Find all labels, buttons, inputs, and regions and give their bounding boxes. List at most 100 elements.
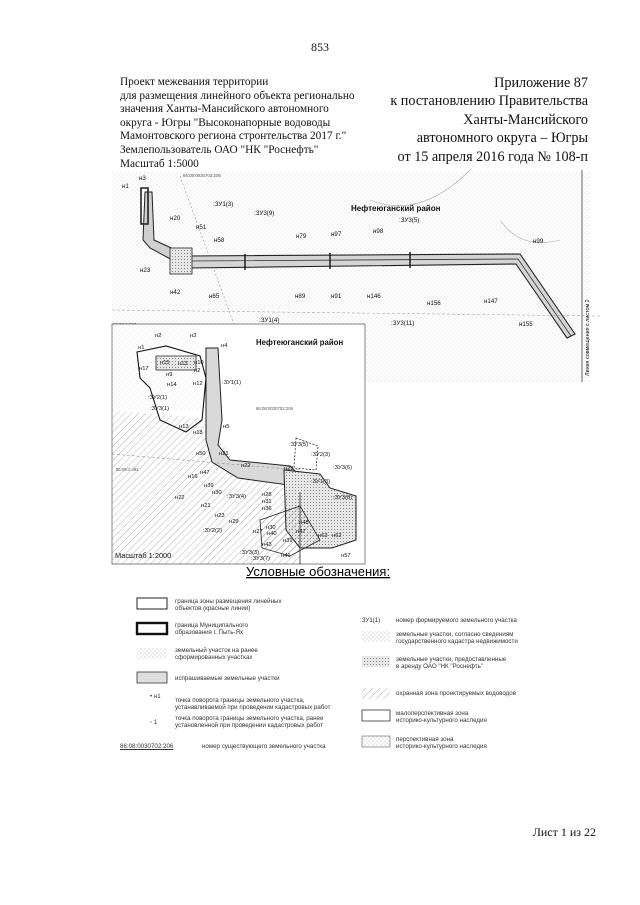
legend-item-label: точка поворота границы земельного участк… — [175, 697, 331, 712]
point-label: н10 — [194, 360, 204, 366]
point-label: н36 — [262, 506, 272, 512]
district-label: Нефтеюганский район — [256, 338, 343, 347]
parcel-label: :ЗУ1(3) — [311, 479, 330, 485]
appendix-title-line: от 15 апреля 2016 года № 108-п — [397, 148, 588, 165]
parcel-label: :ЗУ3(11) — [391, 320, 414, 327]
legend-marker-cadastral: 86:08:0030702:206 — [120, 743, 174, 750]
parcel-fill — [155, 355, 197, 371]
point-label: н12 — [193, 381, 203, 387]
point-label: н99 — [533, 238, 544, 245]
legend-swatch-requested-parcels — [136, 671, 168, 684]
legend-swatch-existing-parcels — [137, 648, 167, 659]
point-label: н20 — [170, 215, 181, 222]
point-label: н39 — [283, 538, 293, 544]
parcel-label: :ЗУ3(6) — [333, 465, 352, 471]
contour-line — [499, 219, 561, 243]
point-label: н146 — [367, 293, 381, 300]
point-label: н21 — [219, 451, 229, 457]
point-label: н89 — [295, 293, 306, 300]
point-label: н1 — [122, 183, 129, 190]
parcel-outline — [140, 187, 149, 225]
pipeline-axis — [187, 258, 572, 337]
point-label: н57 — [341, 553, 351, 559]
parcel-hatch — [259, 505, 321, 557]
point-label: н51 — [196, 224, 207, 231]
point-label: н27 — [253, 529, 263, 535]
point-label: н23 — [215, 513, 225, 519]
appendix-title-line: к постановлению Правительства — [390, 93, 588, 110]
point-label: н156 — [427, 300, 441, 307]
contour-line — [369, 169, 471, 207]
point-label: н47 — [296, 529, 306, 535]
parcel-label: :ЗУ2(3) — [311, 452, 330, 458]
point-label: н42 — [170, 289, 181, 296]
legend-item-label: земельные участки, согласно сведениям го… — [396, 631, 518, 646]
sheet-match-note: Линия совмещения с листом 2 — [585, 299, 591, 376]
terrain-hatch — [112, 410, 300, 564]
point-label: н30 — [212, 490, 222, 496]
point-label: н40 — [267, 531, 277, 537]
legend-marker-parcel-number: :ЗУ1(1) — [360, 617, 381, 624]
point-label: н22 — [241, 463, 251, 469]
point-label: н91 — [331, 293, 342, 300]
parcel-label: :ЗУ3(9) — [254, 210, 274, 217]
project-title-line: Проект межевания территории — [120, 76, 269, 88]
legend-marker-new-point: • н1 — [150, 693, 161, 700]
point-label: н41 — [281, 553, 291, 559]
legend-swatch-leased-parcels — [362, 656, 390, 667]
project-title-line: Масштаб 1:5000 — [120, 157, 199, 170]
point-label: н2 — [155, 333, 161, 339]
district-label: Нефтеюганский район — [351, 204, 441, 213]
point-label: н31 — [262, 499, 272, 505]
point-label: н155 — [519, 321, 533, 328]
inset-labels: Нефтеюганский район Масштаб 1:2000 86:08… — [115, 333, 352, 562]
legend-item-label: номер существующего земельного участка — [202, 743, 326, 750]
point-label: н1 — [138, 345, 144, 351]
point-label: н50 — [196, 451, 206, 457]
point-label: н17 — [139, 366, 149, 372]
legend-swatch-low-prospect-zone — [361, 709, 391, 722]
appendix-title-line: автономного округа – Югры — [416, 130, 588, 147]
parcel-label: :ЗУ2(1) — [148, 395, 167, 401]
point-label: н62 — [332, 533, 342, 539]
parcel-outline — [136, 345, 207, 433]
legend-heading: Условные обозначения: — [246, 564, 390, 579]
point-label: н48 — [299, 520, 309, 526]
point-label: н14 — [167, 382, 177, 388]
point-label: н15 — [160, 360, 170, 366]
point-label: н28 — [262, 492, 272, 498]
cadastral-number: 86:08:0030702:206 — [183, 173, 221, 178]
project-title-line: округа - Югры "Высоконапорные водоводы — [120, 116, 331, 129]
boundary-line — [179, 175, 237, 331]
parcel-label: :ЗУ1(1) — [222, 380, 241, 386]
parcel-label: :ЗУ2(2) — [203, 528, 222, 534]
project-title-line: Мамонтовского региона стронтельства 2017… — [120, 130, 347, 143]
project-title-line: значения Ханты-Мансийского автономного — [120, 103, 329, 116]
point-label: н43 — [262, 542, 272, 548]
point-label: н58 — [214, 237, 225, 244]
parcel-cluster — [169, 247, 193, 275]
legend-item-label: испрашиваемые земельные участки — [175, 675, 280, 682]
point-label: н16 — [188, 474, 198, 480]
legend-item-label: малоперспективная зона историко-культурн… — [396, 710, 487, 725]
point-label: н63 — [318, 533, 328, 539]
legend-item-label: граница зоны размещения линейных объекто… — [175, 598, 282, 613]
point-label: н5 — [223, 424, 229, 430]
parcel-label: :ЗУ3(8) — [333, 495, 352, 501]
legend-item-label: перспективная зона историко-культурного … — [396, 736, 487, 751]
point-label: н21 — [201, 503, 211, 509]
legend-swatch-municipal-boundary — [135, 621, 169, 636]
legend-item-label: точка поворота границы земельного участк… — [175, 715, 324, 730]
inset-scale: Масштаб 1:2000 — [115, 551, 171, 560]
legend-item-label: номер формируемого земельного участка — [396, 617, 517, 624]
parcel-outline — [293, 437, 319, 471]
legend-item-label: земельный участок на ранее сформированны… — [175, 647, 258, 662]
point-label: н39 — [204, 483, 214, 489]
legend-item-label: граница Муниципального образования г. Пы… — [175, 622, 248, 637]
legend-swatch-red-lines — [136, 597, 168, 610]
inset-map — [111, 323, 366, 565]
legend: Условные обозначения: — [135, 564, 391, 748]
